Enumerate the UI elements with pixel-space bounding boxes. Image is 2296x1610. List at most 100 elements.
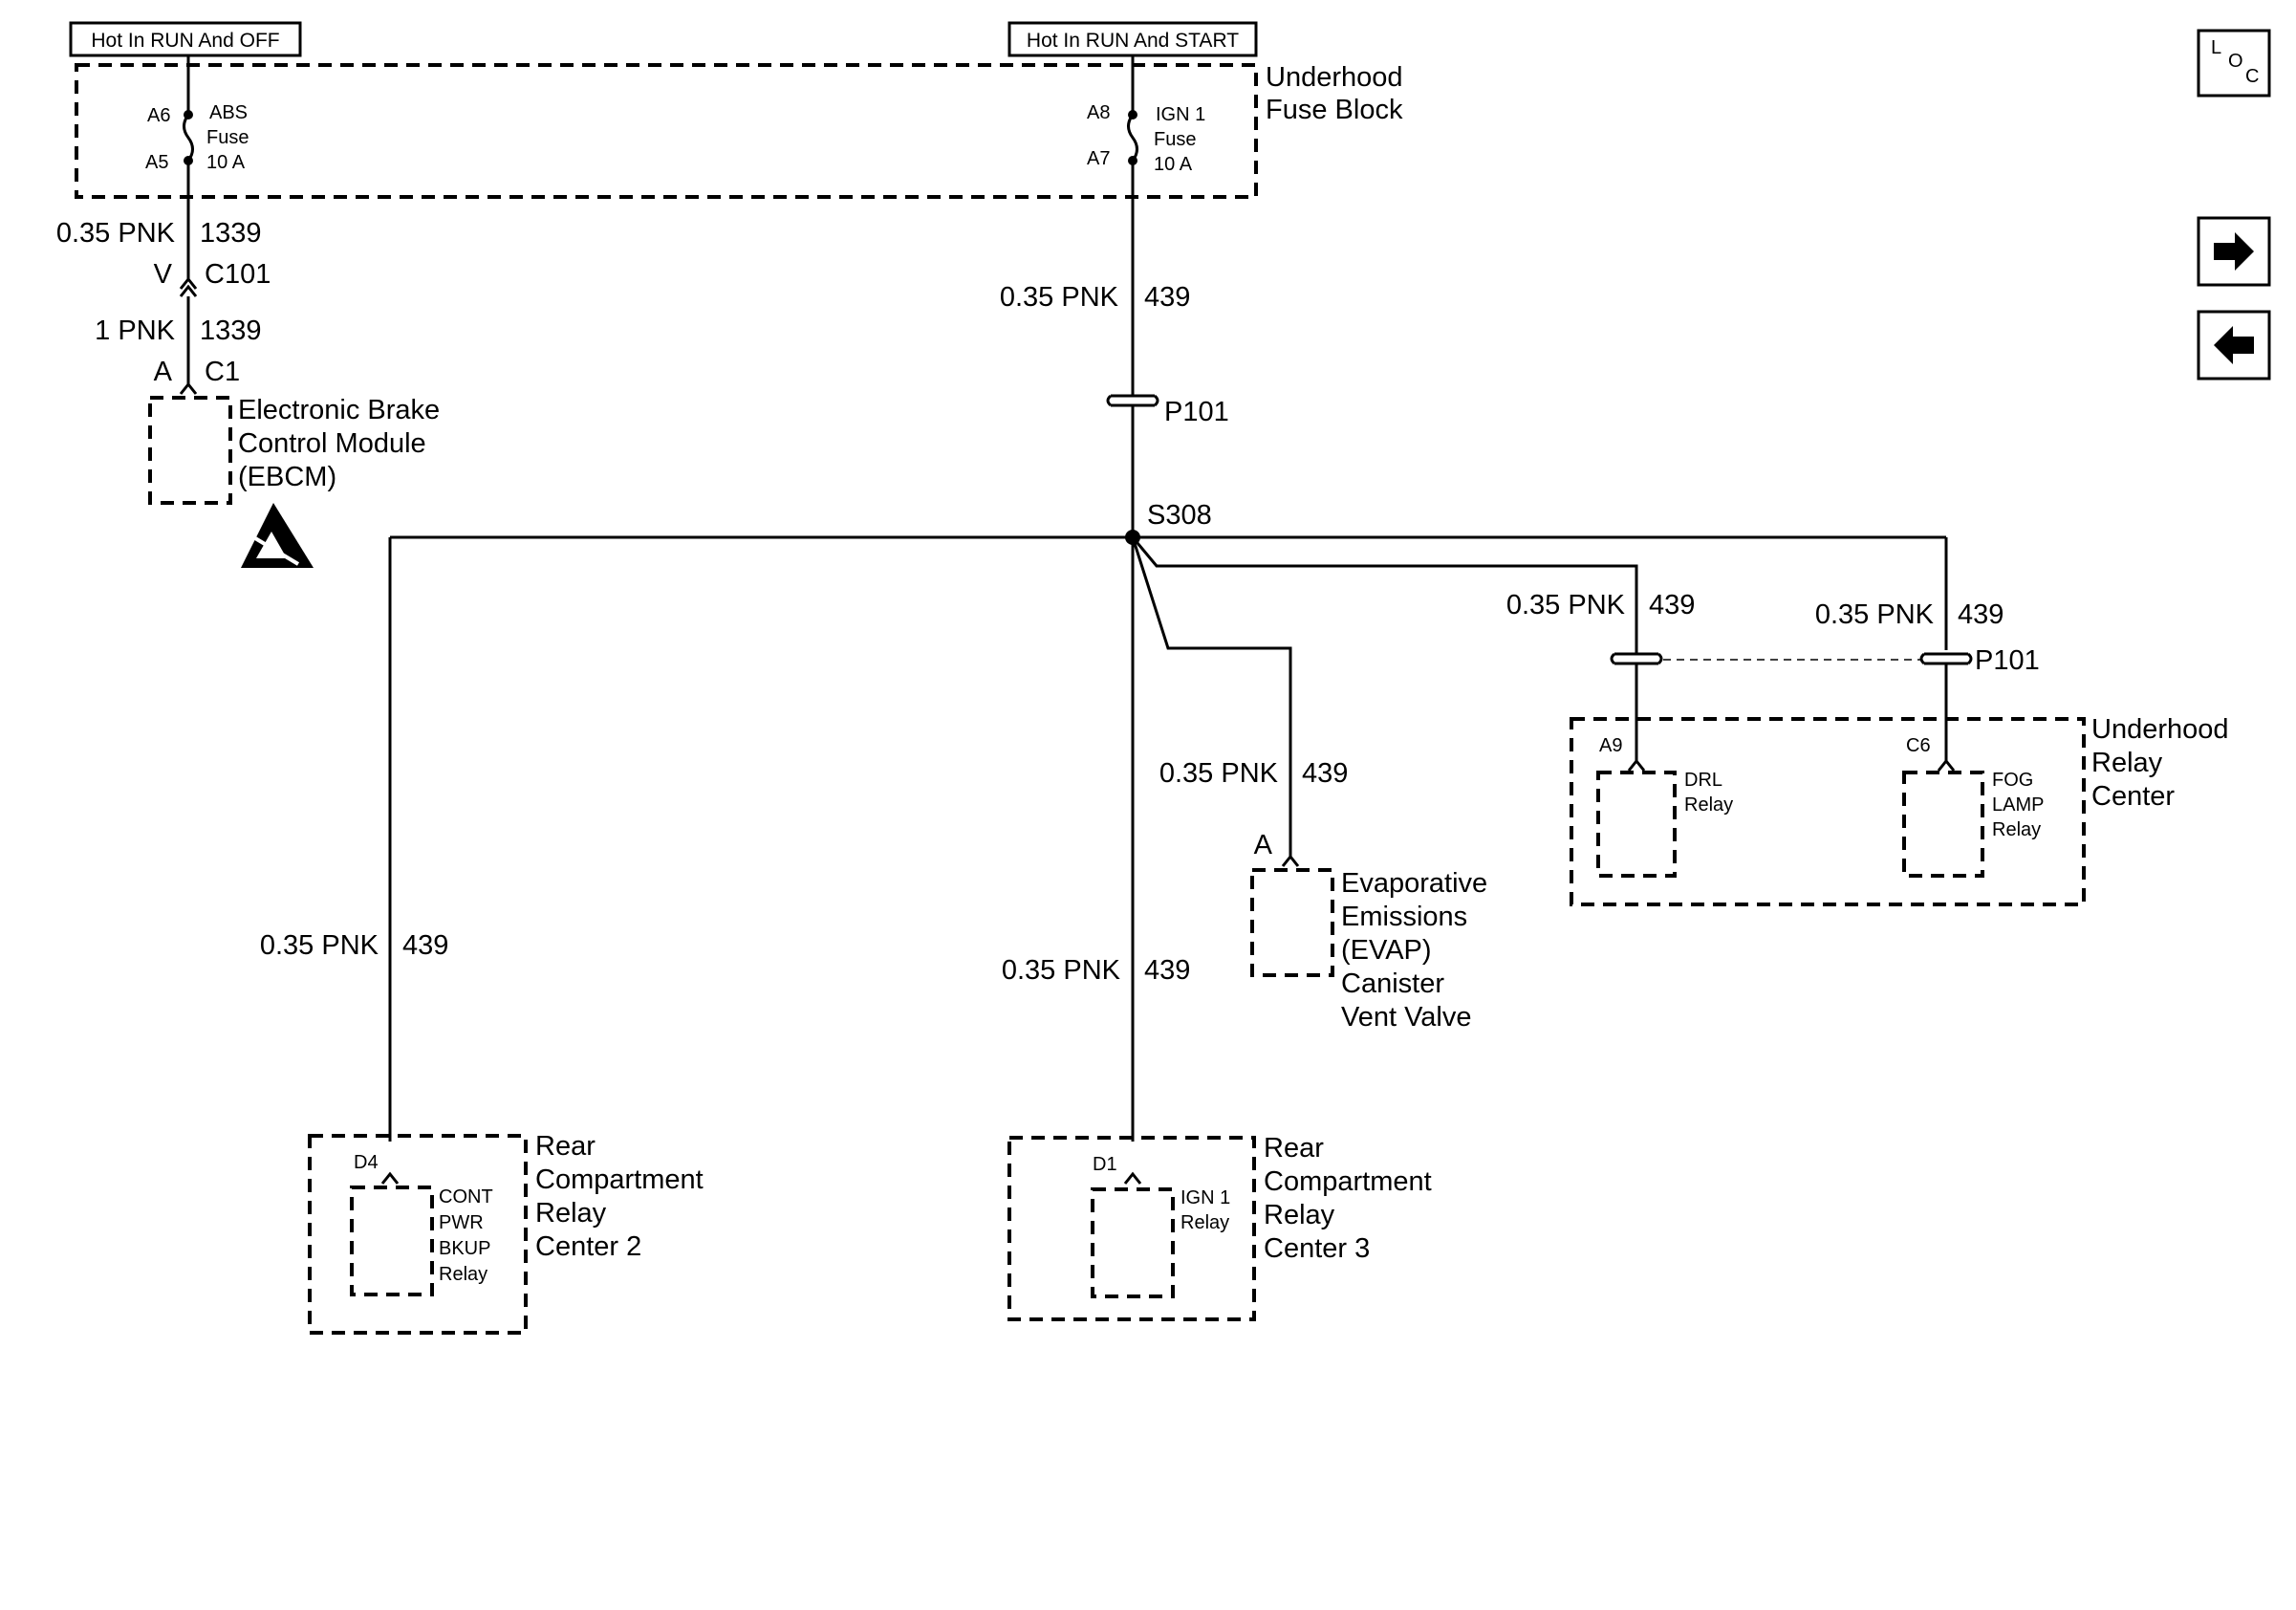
drl-relay: [1596, 771, 1677, 878]
rear2-relay-label-2: PWR: [439, 1212, 484, 1233]
evap-pin: A: [1254, 830, 1273, 860]
main-feed-p101: P101: [1164, 397, 1229, 427]
arrow-left-icon: [2214, 326, 2254, 364]
rear2-terminal: [380, 1171, 400, 1185]
drl-branch-wire: [1131, 536, 1663, 763]
relay-center-title-3: Center: [2091, 781, 2175, 812]
rear2-gauge: 0.35 PNK: [260, 930, 379, 961]
evap-branch-wire: [1131, 536, 1300, 867]
ebcm-wire1-gauge: 0.35 PNK: [56, 218, 176, 249]
main-feed-wire: [1106, 161, 1159, 537]
c101-pin: V: [154, 259, 173, 290]
rear2-title-1: Rear: [535, 1131, 596, 1162]
ebcm-wire: [179, 161, 198, 395]
fog-relay-pin: C6: [1906, 735, 1931, 756]
evap-label-4: Canister: [1341, 968, 1444, 999]
rear2-circuit: 439: [402, 930, 448, 961]
rear3-title-4: Center 3: [1264, 1233, 1370, 1264]
evap-label-1: Evaporative: [1341, 868, 1487, 899]
main-feed-gauge: 0.35 PNK: [1000, 282, 1119, 313]
underhood-relay-center: [1570, 717, 2086, 906]
rear2-title-2: Compartment: [535, 1164, 704, 1195]
esd-warning-icon: [241, 503, 314, 568]
fog-branch-circuit: 439: [1958, 599, 2004, 630]
rear3-title-1: Rear: [1264, 1133, 1324, 1164]
abs-fuse: [183, 55, 194, 165]
ebcm-wire1-circuit: 1339: [200, 218, 262, 249]
ign-fuse-label-3: 10 A: [1154, 154, 1193, 175]
fog-branch-p101: P101: [1975, 645, 2040, 676]
ign-fuse: [1127, 55, 1138, 165]
arrow-right-icon: [2214, 232, 2254, 271]
loc-letter-c: C: [2245, 66, 2259, 87]
c101-label: C101: [205, 259, 271, 290]
fog-branch-wire: [1919, 652, 1973, 763]
rear3-title-3: Relay: [1264, 1200, 1335, 1230]
fog-relay-label-2: LAMP: [1992, 794, 2044, 816]
fog-branch-gauge: 0.35 PNK: [1815, 599, 1935, 630]
evap-gauge: 0.35 PNK: [1159, 758, 1279, 789]
hot-run-start-text: Hot In RUN And START: [1027, 30, 1239, 52]
ign-fuse-pin-in: A8: [1087, 102, 1110, 123]
ign-fuse-label-2: Fuse: [1154, 129, 1196, 150]
fog-relay: [1902, 771, 1984, 878]
main-feed-circuit: 439: [1144, 282, 1190, 313]
ebcm-label-1: Electronic Brake: [238, 395, 440, 425]
ebcm-module: [148, 396, 232, 505]
rear3-relay-label-1: IGN 1: [1180, 1187, 1230, 1208]
rear2-pin: D4: [354, 1152, 379, 1173]
rear2-relay-label-4: Relay: [439, 1264, 487, 1285]
splice-bus: [388, 535, 1948, 1142]
rear-relay-center-2: [308, 1134, 528, 1335]
component-locator-button[interactable]: L O C: [2197, 29, 2271, 98]
fog-relay-terminal: [1937, 758, 1956, 772]
next-page-button[interactable]: [2197, 216, 2271, 287]
hot-run-start-label: Hot In RUN And START: [1007, 21, 1258, 57]
previous-page-button[interactable]: [2197, 310, 2271, 381]
abs-fuse-pin-in: A6: [147, 105, 170, 126]
ebcm-label-2: Control Module: [238, 428, 426, 459]
relay-center-title-2: Relay: [2091, 748, 2163, 778]
abs-fuse-label-3: 10 A: [206, 152, 246, 173]
rear2-relay-label-1: CONT: [439, 1186, 493, 1208]
rear3-pin: D1: [1093, 1154, 1117, 1175]
c1-pin: A: [154, 357, 173, 387]
loc-letter-l: L: [2211, 37, 2221, 58]
evap-circuit: 439: [1302, 758, 1348, 789]
evap-label-5: Vent Valve: [1341, 1002, 1472, 1033]
ign-fuse-label-1: IGN 1: [1156, 104, 1205, 125]
ebcm-label-3: (EBCM): [238, 462, 336, 492]
rear3-relay-label-2: Relay: [1180, 1212, 1229, 1233]
abs-fuse-label-2: Fuse: [206, 127, 249, 148]
drl-relay-terminal: [1627, 758, 1646, 772]
ign1-relay: [1091, 1187, 1175, 1298]
rear2-title-4: Center 2: [535, 1231, 641, 1262]
cont-pwr-bkup-relay: [350, 1186, 434, 1296]
ign-fuse-pin-out: A7: [1087, 148, 1110, 169]
drl-branch-circuit: 439: [1649, 590, 1695, 620]
fuse-block-outline: [75, 63, 1258, 199]
evap-valve: [1250, 868, 1334, 977]
rear3-terminal: [1123, 1171, 1142, 1185]
fog-relay-label-3: Relay: [1992, 819, 2041, 840]
abs-fuse-label-1: ABS: [209, 102, 248, 123]
c1-label: C1: [205, 357, 240, 387]
drl-branch-gauge: 0.35 PNK: [1506, 590, 1626, 620]
ebcm-wire2-gauge: 1 PNK: [95, 315, 175, 346]
abs-fuse-pin-out: A5: [145, 152, 168, 173]
evap-label-3: (EVAP): [1341, 935, 1432, 966]
fuse-block-title-2: Fuse Block: [1266, 95, 1403, 125]
loc-letter-o: O: [2228, 51, 2243, 72]
rear3-circuit: 439: [1144, 955, 1190, 986]
rear3-title-2: Compartment: [1264, 1166, 1432, 1197]
evap-label-2: Emissions: [1341, 902, 1467, 932]
splice-s308-label: S308: [1147, 500, 1212, 531]
fog-relay-label-1: FOG: [1992, 770, 2033, 791]
drl-relay-label-2: Relay: [1684, 794, 1733, 816]
hot-run-off-text: Hot In RUN And OFF: [91, 30, 279, 52]
drl-relay-pin: A9: [1599, 735, 1622, 756]
rear2-relay-label-3: BKUP: [439, 1238, 490, 1259]
rear2-title-3: Relay: [535, 1198, 607, 1229]
relay-center-title-1: Underhood: [2091, 714, 2229, 745]
